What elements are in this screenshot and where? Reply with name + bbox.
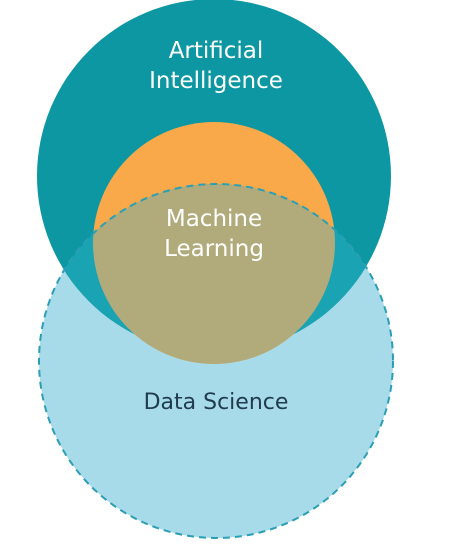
machine-learning-label-line-2: Learning (164, 236, 264, 262)
artificial-intelligence-label-line-1: Artificial (168, 38, 264, 64)
data-science-outline (38, 183, 394, 539)
machine-learning-label-line-1: Machine (165, 206, 263, 232)
data-science-label: Data Science (110, 388, 322, 418)
artificial-intelligence-label-line-2: Intelligence (149, 68, 283, 94)
data-science-label-line-1: Data Science (143, 390, 289, 415)
artificial-intelligence-label: Artificial Intelligence (110, 36, 322, 96)
ml-ds-overlap (93, 184, 335, 364)
machine-learning-label: Machine Learning (130, 204, 298, 264)
